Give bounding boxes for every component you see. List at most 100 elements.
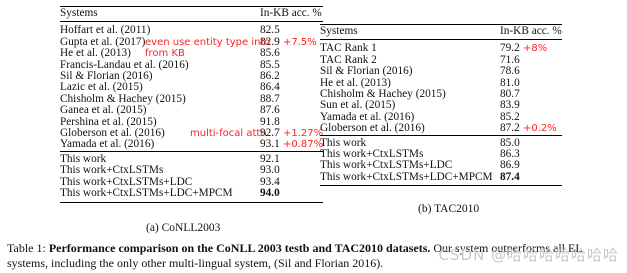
- table-row: This work+CtxLSTMs+LDC 93.4: [60, 175, 323, 188]
- table-row: Ganea et al. (2015) 87.6: [60, 104, 323, 117]
- accuracy-number: 91.8: [260, 115, 280, 128]
- accuracy-number: 81.0: [500, 76, 520, 89]
- system-name: This work+CtxLSTMs: [60, 164, 164, 177]
- system-name: Hoffart et al. (2011): [60, 21, 260, 37]
- accuracy-number: 93.4: [260, 175, 280, 188]
- table-row: Pershina et al. (2015) 91.8: [60, 115, 323, 128]
- system-name: Chisholm & Hachey (2015): [320, 88, 446, 101]
- system-name: This work+CtxLSTMs+LDC: [60, 175, 193, 188]
- accuracy-value: 85.6: [260, 48, 323, 59]
- accuracy-value: 86.2: [260, 70, 323, 83]
- accuracy-number: 92.7: [260, 127, 280, 140]
- accuracy-number: 80.7: [500, 88, 520, 101]
- table-row: This work+CtxLSTMs+LDC 86.9: [320, 159, 562, 172]
- accuracy-number: 86.3: [500, 148, 520, 161]
- table-row: He et al. (2013) 81.0: [320, 76, 562, 89]
- accuracy-number: 85.2: [500, 110, 520, 123]
- table-row: Gupta et al. (2017)even use entity type …: [60, 35, 323, 48]
- accuracy-value: 92.7 +1.27%: [260, 127, 323, 140]
- system-name: Sun et al. (2015): [320, 99, 396, 112]
- caption-label: Table 1:: [7, 241, 46, 255]
- accuracy-value: 85.2: [500, 110, 562, 123]
- systems-header: Systems: [60, 5, 260, 22]
- system-name: Sil & Florian (2016): [320, 65, 413, 78]
- accuracy-value: 83.9: [500, 100, 562, 111]
- table-row: Hoffart et al. (2011)82.5: [60, 21, 324, 37]
- table-caption: Table 1: Performance comparison on the C…: [7, 241, 621, 271]
- accuracy-value: 87.2 +0.2%: [500, 123, 562, 135]
- accuracy-number: 78.6: [500, 65, 520, 78]
- accuracy-value: 81.0: [500, 76, 562, 89]
- system-name: He et al. (2013)from KB: [60, 47, 185, 60]
- accuracy-value: 82.9 +7.5%: [260, 36, 323, 48]
- delta-annotation: +0.2%: [519, 123, 557, 135]
- table-row: Chisholm & Hachey (2015) 80.7: [320, 88, 562, 101]
- system-name: Francis-Landau et al. (2016): [60, 58, 189, 71]
- conll2003-caption: (a) CoNLL2003: [146, 222, 221, 234]
- accuracy-value: 94.0: [260, 187, 324, 203]
- accuracy-value: 87.4: [500, 170, 562, 187]
- accuracy-value: 82.5: [260, 21, 324, 37]
- accuracy-value: 93.1 +0.87%: [260, 139, 323, 151]
- accuracy-number: 94.0: [260, 187, 280, 200]
- accuracy-value: 86.4: [260, 82, 323, 93]
- accuracy-value: 88.7: [260, 92, 323, 105]
- table-row: Lazic et al. (2015)86.4: [60, 82, 323, 94]
- system-name: TAC Rank 1: [320, 39, 500, 55]
- accuracy-value: 78.6: [500, 66, 562, 77]
- accuracy-number: 85.5: [260, 58, 280, 71]
- acc-header: In-KB acc. %: [500, 23, 562, 40]
- system-name: Gupta et al. (2017)even use entity type …: [60, 35, 271, 48]
- system-name: Globerson et al. (2016): [320, 122, 425, 135]
- system-name: This work+CtxLSTMs: [320, 148, 424, 161]
- tac2010-caption: (b) TAC2010: [418, 203, 480, 215]
- system-name: This work: [320, 134, 500, 150]
- table-row: Sil & Florian (2016) 86.2: [60, 70, 323, 83]
- system-name: Ganea et al. (2015): [60, 104, 147, 117]
- accuracy-number: 87.6: [260, 104, 280, 117]
- accuracy-value: 93.4: [260, 175, 323, 188]
- delta-annotation: +0.87%: [279, 139, 324, 151]
- accuracy-value: 93.0: [260, 165, 323, 176]
- system-name: This work+CtxLSTMs+LDC: [320, 159, 453, 172]
- table-row: Globerson et al. (2016) 87.2 +0.2%: [320, 123, 562, 135]
- accuracy-value: 86.9: [500, 160, 562, 171]
- accuracy-number: 88.7: [260, 92, 280, 105]
- system-name: Globerson et al. (2016)multi-focal attn: [60, 127, 267, 140]
- csdn-watermark: CSDN @哈哈哈哈哈哈哈: [438, 246, 619, 264]
- accuracy-value: 85.5: [260, 58, 323, 71]
- accuracy-number: 87.4: [500, 170, 520, 183]
- accuracy-number: 93.1: [260, 138, 280, 151]
- system-name: Chisholm & Hachey (2015): [60, 92, 186, 105]
- system-name: This work: [60, 150, 260, 166]
- table-row: Chisholm & Hachey (2015) 88.7: [60, 92, 323, 105]
- accuracy-value: 85.0: [500, 134, 562, 150]
- table-row: This work+CtxLSTMs 93.0: [60, 164, 323, 177]
- table-row: He et al. (2013)from KB 85.6: [60, 47, 323, 60]
- caption-bold: Performance comparison on the CoNLL 2003…: [48, 241, 431, 255]
- system-name: TAC Rank 2: [320, 53, 377, 66]
- table-row: Yamada et al. (2016) 93.1 +0.87%: [60, 139, 323, 151]
- accuracy-number: 86.2: [260, 70, 280, 83]
- accuracy-number: 87.2: [500, 122, 520, 135]
- table-header-row: Systems In-KB acc. %: [320, 23, 562, 40]
- accuracy-number: 92.1: [260, 152, 280, 165]
- accuracy-value: 86.3: [500, 148, 562, 161]
- system-name: Sil & Florian (2016): [60, 70, 153, 83]
- system-name: This work+CtxLSTMs+LDC+MPCM: [320, 171, 500, 187]
- table-row: Sil & Florian (2016) 78.6: [320, 65, 562, 78]
- system-name: He et al. (2013): [320, 76, 391, 89]
- delta-annotation: +8%: [519, 43, 548, 55]
- system-name: Pershina et al. (2015): [60, 115, 157, 128]
- system-name: Yamada et al. (2016): [320, 110, 415, 123]
- caption-rest: Our system outperforms all EL systems, i…: [7, 241, 583, 270]
- system-name: This work+CtxLSTMs+LDC+MPCM: [60, 187, 260, 203]
- system-name: Yamada et al. (2016): [60, 138, 155, 151]
- annotation-note: multi-focal attn: [190, 128, 267, 140]
